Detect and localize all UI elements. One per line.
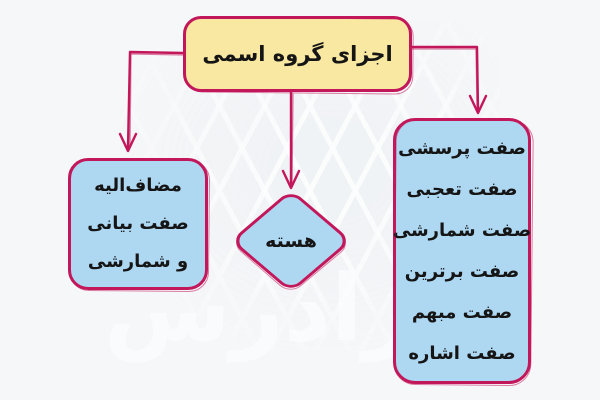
- left-node-modifiers: مضاف‌الیه صفت بیانی و شمارشی: [68, 158, 208, 290]
- right-node-line: صفت پرسشی: [398, 138, 526, 159]
- left-node-line: و شمارشی: [87, 251, 189, 272]
- center-node-label: هسته: [265, 230, 317, 252]
- right-node-adjective-types: صفت پرسشی صفت تعجبی صفت شمارشی صفت برتری…: [393, 118, 531, 384]
- right-node-line: صفت برترین: [404, 261, 520, 282]
- right-node-line: صفت مبهم: [411, 302, 513, 323]
- left-node-line: مضاف‌الیه: [94, 175, 182, 196]
- left-node-line: صفت بیانی: [87, 213, 189, 234]
- right-node-line: صفت اشاره: [408, 343, 516, 364]
- root-node-noun-group-parts: اجزای گروه اسمی: [183, 16, 412, 92]
- right-node-line: صفت تعجبی: [406, 179, 518, 200]
- root-node-label: اجزای گروه اسمی: [202, 42, 393, 66]
- right-node-line: صفت شمارشی: [392, 220, 532, 241]
